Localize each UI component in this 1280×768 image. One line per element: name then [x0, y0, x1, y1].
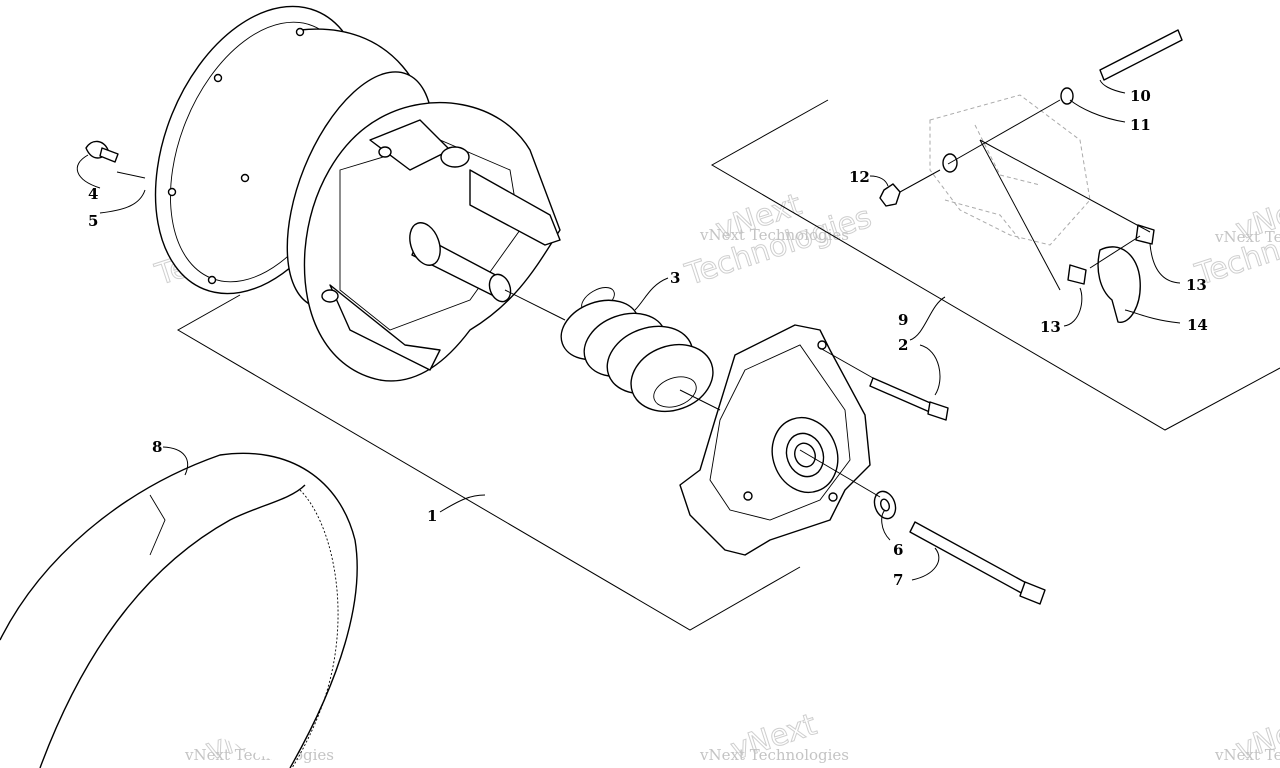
bolt-7 [909, 521, 1046, 605]
watermark-line-5: vNext Technologies [699, 746, 849, 764]
callout-6: 6 [893, 541, 903, 559]
callout-2: 2 [898, 336, 908, 354]
assembly-1-boundary [176, 294, 801, 631]
watermark-line-6: vNext Technologies [1214, 746, 1280, 764]
callout-10: 10 [1130, 87, 1151, 105]
drive-belt [0, 452, 358, 768]
callout-14: 14 [1187, 316, 1208, 334]
screw-4 [85, 140, 119, 163]
callout-1: 1 [427, 507, 437, 525]
callout-labels: 1 2 3 4 5 6 7 8 9 10 11 12 13 13 14 [88, 87, 1208, 589]
callout-5: 5 [88, 212, 98, 230]
washer-6 [873, 490, 897, 520]
watermark-line-2: vNext Technologies [699, 226, 849, 244]
callout-13-right: 13 [1186, 276, 1207, 294]
callout-7: 7 [893, 571, 903, 589]
callout-9: 9 [898, 311, 908, 329]
callout-4: 4 [88, 185, 98, 203]
assembly-9-boundary [710, 99, 1280, 431]
callout-11: 11 [1130, 116, 1151, 134]
watermark-line-3: vNext Technologies [1214, 228, 1280, 246]
spider-assembly [303, 101, 561, 382]
callout-13-left: 13 [1040, 318, 1061, 336]
callout-12: 12 [849, 168, 870, 186]
cam-arm-assembly [879, 29, 1183, 323]
callout-8: 8 [152, 438, 162, 456]
leader-lines [76, 79, 1181, 581]
cover-plate [679, 324, 871, 556]
clutch-spring [560, 287, 714, 413]
bolt-2 [869, 377, 949, 421]
callout-3: 3 [670, 269, 680, 287]
